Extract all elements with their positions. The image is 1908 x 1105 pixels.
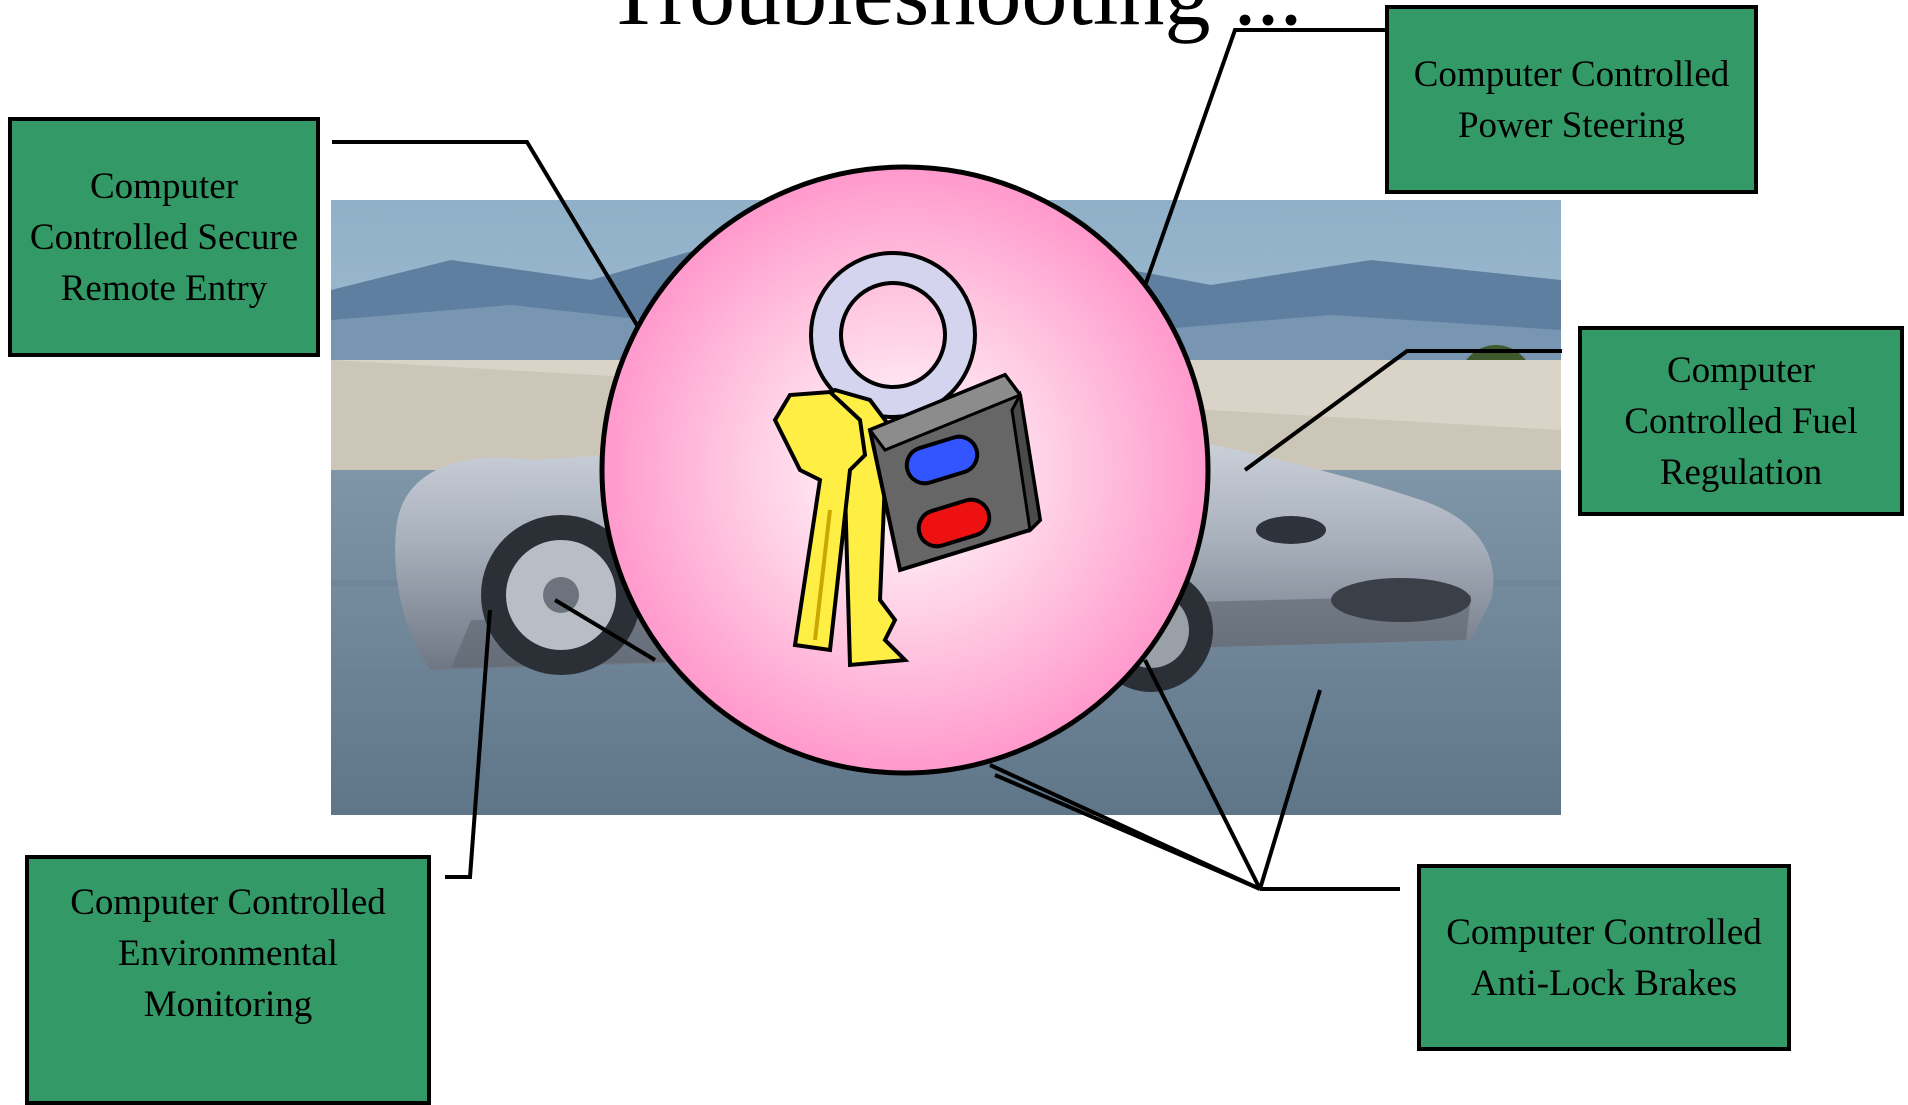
label-anti-lock-brakes: Computer Controlled Anti-Lock Brakes bbox=[1417, 864, 1791, 1051]
label-environmental-monitoring: Computer Controlled Environmental Monito… bbox=[25, 855, 431, 1105]
label-fuel-regulation-text: Computer Controlled Fuel Regulation bbox=[1624, 349, 1858, 493]
label-power-steering: Computer Controlled Power Steering bbox=[1385, 5, 1758, 194]
label-remote-entry-text: Computer Controlled Secure Remote Entry bbox=[29, 165, 299, 309]
slide-title: Troubleshooting ... bbox=[0, 0, 1908, 48]
label-environmental-monitoring-text: Computer Controlled Environmental Monito… bbox=[70, 882, 386, 1025]
label-fuel-regulation: Computer Controlled Fuel Regulation bbox=[1578, 326, 1904, 516]
keys-with-remote-fob-icon bbox=[599, 164, 1211, 776]
label-anti-lock-brakes-text: Computer Controlled Anti-Lock Brakes bbox=[1446, 911, 1762, 1004]
label-power-steering-text: Computer Controlled Power Steering bbox=[1413, 53, 1730, 146]
label-remote-entry: Computer Controlled Secure Remote Entry bbox=[8, 117, 320, 357]
